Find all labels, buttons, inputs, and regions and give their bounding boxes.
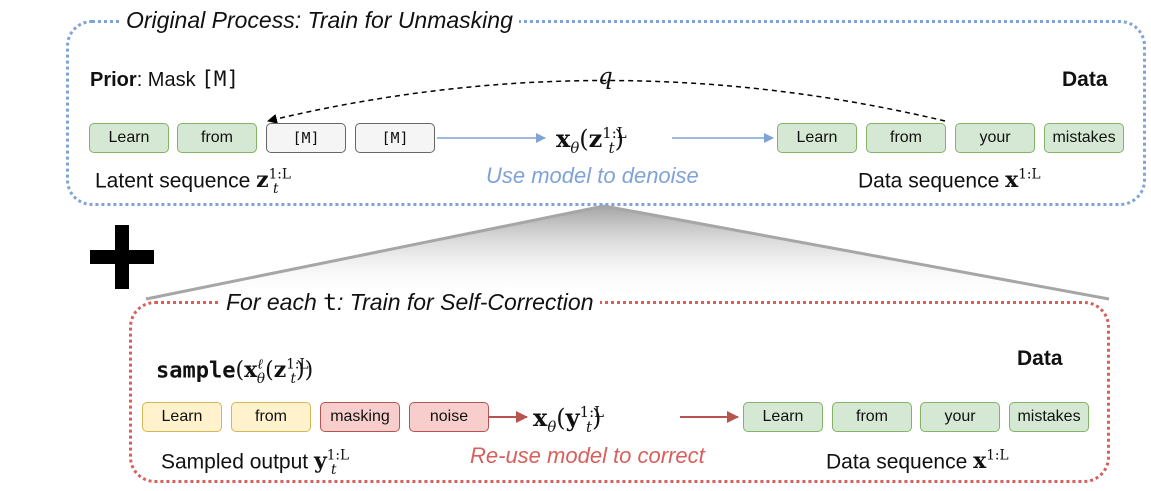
- bottom-model-arg-sub: t: [585, 417, 592, 436]
- top-model-arg-sub: t: [608, 138, 615, 157]
- latent-token-3: [M]: [266, 123, 346, 153]
- sample-sup: ℓ: [257, 357, 263, 373]
- top-model-arg: z: [588, 124, 603, 153]
- latent-sub: t: [272, 180, 279, 197]
- q-dashed-arc: [267, 79, 946, 124]
- q-label: q: [598, 64, 613, 90]
- sampled-token-1: Learn: [142, 402, 222, 432]
- bottom-model-symbol: x: [533, 403, 548, 432]
- top-data-caption-text: Data sequence: [858, 169, 1006, 193]
- top-data-var: x: [1005, 167, 1019, 194]
- zoom-funnel: [146, 206, 1109, 299]
- latent-sequence-caption: Latent sequence z1:Lt: [95, 162, 291, 202]
- sampled-token-3: masking: [320, 402, 400, 432]
- data-token-2: from: [866, 123, 946, 153]
- sampled-token-4: noise: [409, 402, 489, 432]
- sampled-sup: 1:L: [326, 448, 350, 464]
- sampled-var: y: [313, 448, 327, 475]
- bottom-data-caption-text: Data sequence: [826, 450, 974, 474]
- bottom-model-arg-sup: 1:L: [579, 403, 604, 421]
- sample-sub: θ: [256, 370, 266, 387]
- top-data-sequence-caption: Data sequence x1:L: [858, 162, 1041, 194]
- bottom-data-token-4: mistakes: [1009, 402, 1089, 432]
- sample-symbol: x: [244, 357, 258, 384]
- bottom-data-label: Data: [1017, 347, 1063, 370]
- top-model-symbol: x: [556, 124, 571, 153]
- top-data-sup: 1:L: [1018, 167, 1041, 183]
- plus-sign-vertical: [115, 225, 129, 289]
- sample-expression: sample(xℓθ(z1:Lt)): [156, 357, 314, 387]
- sampled-output-caption: Sampled output y1:Lt: [161, 443, 349, 483]
- sample-arg-sup: 1:L: [286, 357, 309, 373]
- self-correction-panel-title: For each t: Train for Self-Correction: [220, 288, 600, 317]
- bottom-title-var: t: [323, 290, 338, 316]
- top-data-label: Data: [1062, 68, 1108, 91]
- bottom-data-token-1: Learn: [743, 402, 823, 432]
- prior-label: Prior: Mask [M]: [90, 66, 239, 93]
- latent-token-1: Learn: [89, 123, 169, 153]
- bottom-data-sequence-caption: Data sequence x1:L: [826, 443, 1009, 475]
- top-model-arg-sup: 1:L: [602, 124, 627, 142]
- sample-arg-sub: t: [290, 370, 296, 387]
- prior-mask-token: [M]: [201, 67, 240, 91]
- unmasking-panel: [66, 20, 1146, 206]
- bottom-data-token-3: your: [920, 402, 1000, 432]
- bottom-title-prefix: For each: [226, 289, 324, 315]
- bottom-model-sub: θ: [547, 417, 557, 436]
- latent-caption-text: Latent sequence: [95, 169, 257, 193]
- zoom-edge-left: [145, 204, 605, 301]
- unmasking-panel-title: Original Process: Train for Unmasking: [120, 6, 519, 34]
- bottom-title-suffix: : Train for Self-Correction: [337, 289, 594, 315]
- sampled-token-2: from: [231, 402, 311, 432]
- zoom-edge-right: [603, 204, 1110, 301]
- top-model-expression: xθ(z1:Lt): [556, 124, 627, 157]
- bottom-model-expression: xθ(y1:Lt): [533, 403, 604, 436]
- denoise-caption: Use model to denoise: [486, 163, 699, 188]
- latent-token-2: from: [177, 123, 257, 153]
- latent-sup: 1:L: [268, 167, 291, 183]
- latent-var: z: [256, 167, 269, 194]
- bottom-data-sup: 1:L: [986, 448, 1009, 464]
- top-model-sub: θ: [570, 138, 580, 157]
- data-token-4: mistakes: [1044, 123, 1124, 153]
- latent-token-4: [M]: [355, 123, 435, 153]
- sampled-sub: t: [331, 461, 337, 478]
- prior-bold: Prior: [90, 69, 137, 91]
- correct-caption: Re-use model to correct: [470, 443, 705, 468]
- sampled-caption-text: Sampled output: [161, 450, 314, 474]
- bottom-data-token-2: from: [832, 402, 912, 432]
- data-token-3: your: [955, 123, 1035, 153]
- bottom-data-var: x: [973, 448, 987, 475]
- prior-rest: : Mask: [136, 69, 202, 91]
- sample-arg: z: [273, 357, 287, 384]
- bottom-model-arg: y: [565, 403, 580, 432]
- sample-fn: sample: [156, 358, 236, 384]
- data-token-1: Learn: [777, 123, 857, 153]
- self-correction-panel: [129, 301, 1110, 483]
